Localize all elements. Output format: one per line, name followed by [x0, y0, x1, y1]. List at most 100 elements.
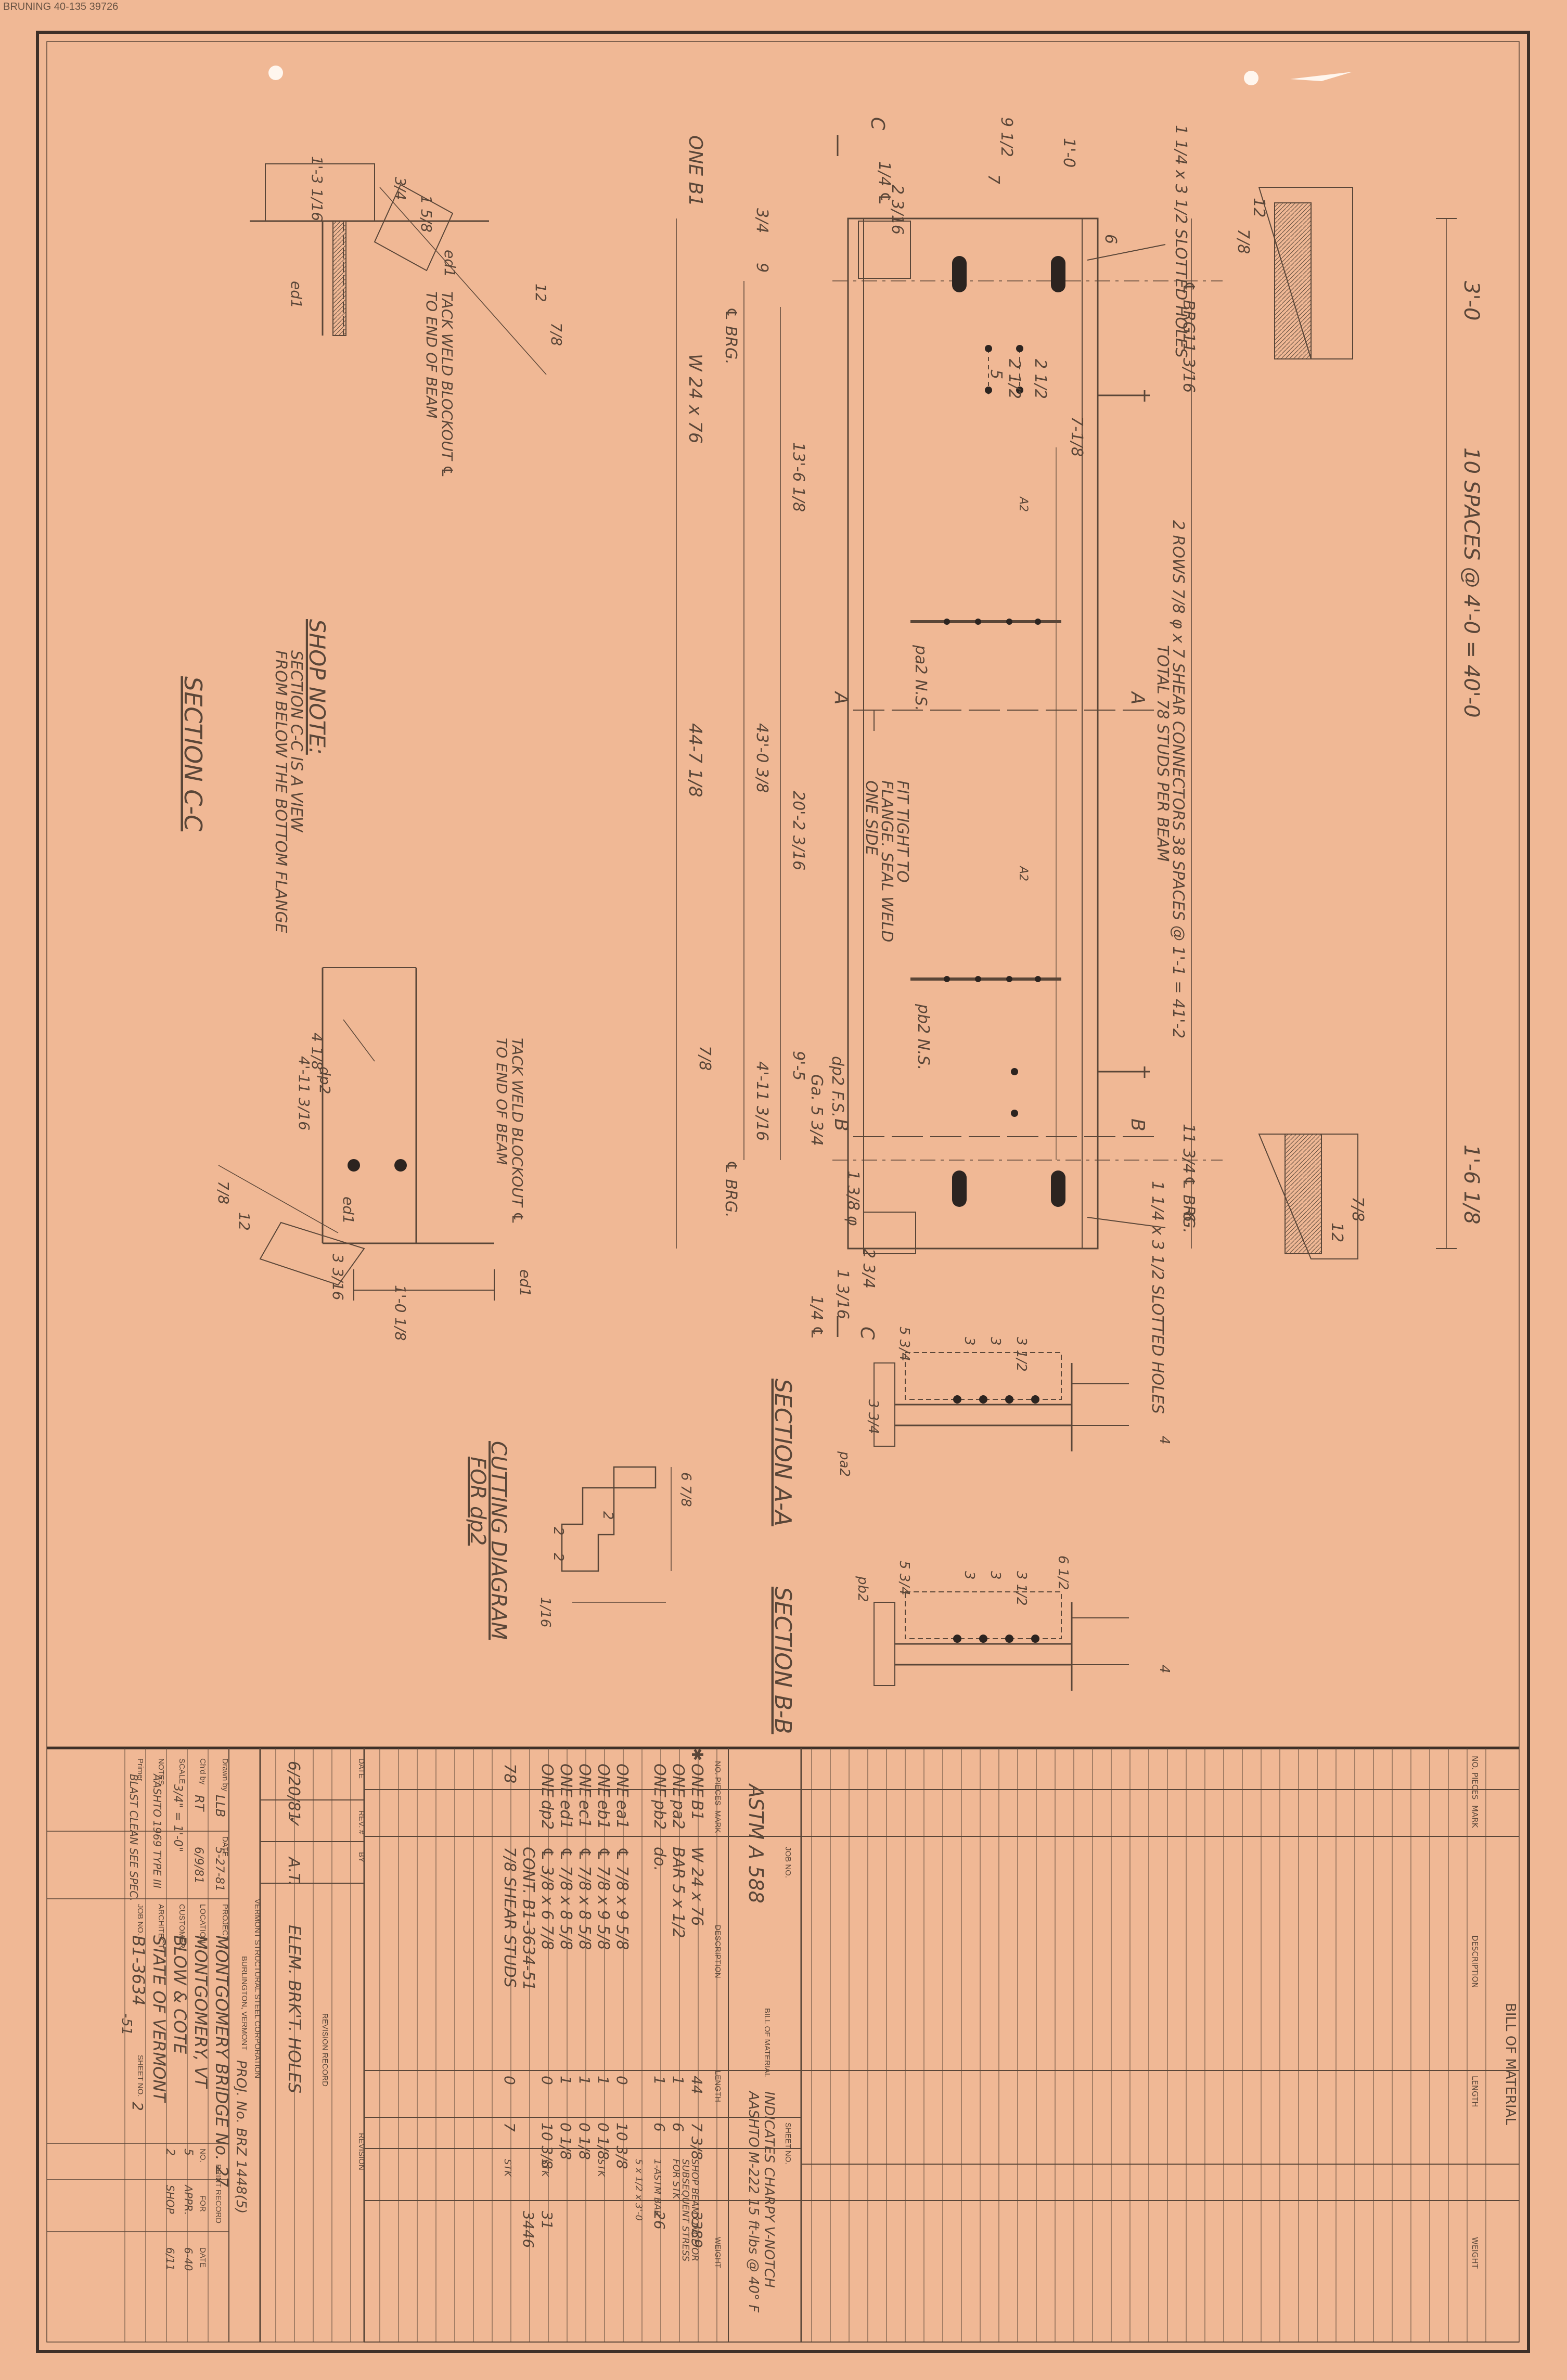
bom-cell-len2: 0 1/8 — [576, 2122, 593, 2160]
print-record-date: DATE — [198, 2247, 207, 2268]
architect-value: STATE OF VERMONT — [149, 1935, 169, 2103]
customer-label: CUSTOMER — [177, 1904, 186, 1949]
dim-5: 5 — [987, 369, 1005, 379]
dim-4-11-b: 4'-11 3/16 — [296, 1056, 313, 1130]
primer-label: Primer — [136, 1758, 145, 1781]
bom-cell-pcs: ONE — [575, 1764, 594, 1797]
bom-cell-len2: 0 1/8 — [595, 2122, 612, 2160]
dim-1-4: 1/4 ℄ — [875, 161, 893, 205]
section-bb-labels: SECTION B-B 5 3/4 3 3 3 1/2 6 1/2 pb2 4 — [769, 1555, 1172, 1734]
bom-title: BILL OF MATERIAL — [763, 2008, 772, 2077]
bom-cell-note: STK — [540, 2159, 550, 2177]
cut-dim-116: 1/16 — [537, 1597, 553, 1627]
bb-dim-3a: 3 — [961, 1571, 977, 1580]
bom-cell-wt: 3389 — [688, 2211, 705, 2248]
cut-a2: A — [1127, 691, 1148, 705]
bom-cell-note: 5 x 1/2 x 3'-0 — [633, 2159, 644, 2221]
checked-by: RT — [192, 1795, 207, 1812]
drawn-date: 5-27-81 — [213, 1847, 226, 1892]
dim-13-16-b: 3 3/16 — [329, 1254, 346, 1301]
scale-value: 3/4" = 1'-0" — [171, 1784, 184, 1852]
job-no-value: B1-3634 — [129, 1935, 148, 2005]
bom-cell-pcs: ONE — [594, 1764, 612, 1797]
right-dim-top: 1'-6 1/8 — [1459, 1144, 1483, 1224]
bom-sheet-no: SHEET NO. — [784, 2122, 792, 2165]
dp2-fs: dp2 F.S. — [828, 1056, 846, 1117]
bom-job-no: JOB NO. — [784, 1847, 792, 1878]
section-aa-title: SECTION A-A — [769, 1379, 796, 1526]
bb-dim-5-34: 5 3/4 — [896, 1561, 912, 1596]
slotted-hole — [952, 1170, 967, 1207]
bom-cell-desc: ℄ 3/8 x 6 7/8 — [538, 1847, 556, 1950]
aa-pa2: pa2 — [837, 1451, 852, 1477]
dim-1-3-8: 1 3/8 φ — [844, 1170, 862, 1226]
bom-cell-desc: 7/8 SHEAR STUDS — [500, 1847, 519, 1988]
dim-6b: 6 — [1179, 1212, 1198, 1222]
end-section-top-labels: 1'-3 1/16 1 5/8 3/4 ed1 ed1 12 7/8 TACK … — [288, 156, 565, 478]
fit-tight-3: ONE SIDE — [862, 780, 880, 856]
drawn-date-label: DATE — [221, 1836, 229, 1857]
checked-label: Ch'd by — [198, 1758, 207, 1785]
tack-weld-b2: TO END OF BEAM — [493, 1038, 510, 1165]
shop-note: SHOP NOTE: SECTION C-C IS A VIEW FROM BE… — [272, 619, 330, 933]
cut-b2: B — [1127, 1118, 1148, 1131]
bb-dim-3-5: 3 1/2 — [1013, 1571, 1029, 1606]
bom-cell-len1: 1 — [557, 2076, 574, 2085]
checked-date: 6/9/81 — [192, 1847, 205, 1884]
bevel-left-b: 7/8 — [1234, 229, 1252, 254]
bom-cell-pcs: ONE — [650, 1764, 669, 1797]
bom-cell-note: 1-ASTM BAR — [652, 2159, 663, 2217]
pr-row2-date: 6/11 — [164, 2247, 176, 2271]
bom-master-mark: MARK — [1470, 1805, 1480, 1829]
bom-cell-len2: 10 3/8 — [538, 2122, 556, 2169]
dim-43: 43'-0 3/8 — [753, 723, 771, 793]
ed1-b2: ed1 — [517, 1269, 534, 1297]
dim-3-4: 3/4 — [392, 177, 409, 200]
bot-brg-right: ℄ BRG. — [722, 1160, 740, 1218]
dim-2-5a: 2 1/2 — [1005, 359, 1023, 399]
pr-row2-for: SHOP — [164, 2185, 176, 2214]
tack-weld-2: TO END OF BEAM — [423, 291, 440, 418]
bom-cell-star: ✱ — [688, 1748, 706, 1761]
bevel-left: 12 — [1250, 198, 1268, 217]
dim-1-3: 1'-3 1/16 — [309, 156, 326, 221]
pr-row1-date: 6-40 — [182, 2247, 195, 2271]
bom-col-weight: WEIGHT — [713, 2237, 722, 2268]
bom-cell-len2: 0 1/8 — [557, 2122, 574, 2160]
beam-elevation — [676, 135, 1457, 1337]
location-label: LOCATION — [198, 1904, 207, 1944]
bevel-right-b: 12 — [1328, 1223, 1346, 1242]
paper-tear — [1290, 72, 1353, 81]
gauge: Ga. 5 3/4 — [807, 1074, 826, 1146]
aa-dim-4: 4 — [1157, 1436, 1172, 1445]
aa-dim-3b: 3 — [987, 1337, 1003, 1346]
architect-label: ARCHITECT — [157, 1904, 165, 1949]
print-record-for: FOR — [198, 2195, 207, 2212]
bevel-78: 7/8 — [548, 323, 565, 346]
brg-left-label: ℄ BRG. — [1179, 281, 1198, 339]
bom-cell-mark: eb1 — [594, 1800, 612, 1830]
bom-cell-mark: ed1 — [557, 1800, 575, 1830]
tack-weld-b1: TACK WELD BLOCKOUT ℄ — [509, 1038, 526, 1225]
shop-note-line-1: SECTION C-C IS A VIEW — [287, 650, 305, 833]
notes-value: AASHTO 1969 TYPE III — [151, 1773, 163, 1888]
bom-col-mark: MARK — [713, 1810, 722, 1833]
bot-brg-left: ℄ BRG. — [722, 307, 740, 365]
dim-7: 7 — [984, 174, 1003, 184]
drawn-by: LLB — [213, 1795, 227, 1817]
dim-9-5-bot: 9'-5 — [789, 1051, 807, 1080]
cut-c2: C — [856, 1327, 878, 1340]
rev-col-revision: REVISION — [357, 2133, 366, 2170]
bom-cell-note: FOR STK — [671, 2159, 682, 2199]
primer-value: BLAST CLEAN SEE SPEC. — [127, 1774, 140, 1901]
customer-value: BLOW & COTE — [170, 1935, 190, 2054]
bom-cell-len2: 7 3/8 — [688, 2122, 705, 2160]
bb-pb2: pb2 — [855, 1576, 870, 1602]
bom-cell-mark: ea1 — [613, 1800, 631, 1829]
dim-13: 13'-6 1/8 — [789, 442, 807, 512]
bom-charpy-1: INDICATES CHARPY V-NOTCH — [761, 2091, 777, 2288]
pr-row1-no: 5 — [182, 2149, 195, 2156]
slotted-hole — [952, 256, 967, 292]
title-block-grid — [47, 1748, 1519, 2343]
brg-left-dim: 11 3/16 — [1179, 333, 1198, 393]
